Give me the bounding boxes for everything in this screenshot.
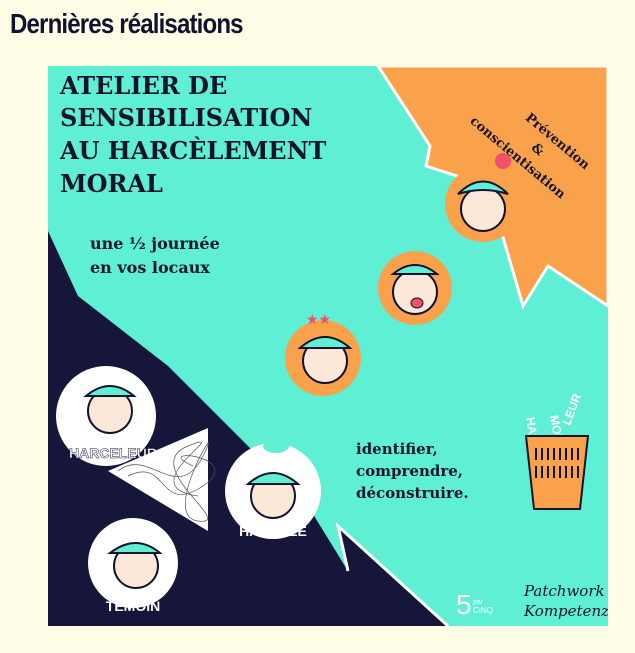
section-title: Dernières réalisations [10, 8, 244, 39]
role-temoin: TÉMOIN [88, 518, 178, 614]
workshop-poster: ATELIER DE SENSIBILISATION AU HARCÈLEMEN… [48, 66, 608, 626]
actions-text: identifier, comprendre, déconstruire. [356, 440, 469, 502]
svg-text:AU HARCÈLEMENT: AU HARCÈLEMENT [59, 136, 327, 165]
role-harcele: HARCELÉ [225, 439, 321, 539]
svg-text:CINQ: CINQ [473, 606, 493, 615]
scribble [117, 441, 216, 522]
svg-text:5: 5 [456, 589, 472, 620]
svg-text:MORAL: MORAL [60, 169, 163, 198]
svg-text:ATELIER DE: ATELIER DE [59, 71, 227, 100]
svg-text:comprendre,: comprendre, [356, 462, 463, 480]
svg-text:déconstruire.: déconstruire. [356, 484, 469, 502]
role-harceleur: HARCELEUR [56, 366, 157, 466]
triangle [108, 428, 208, 531]
svg-text:HARCELEUR: HARCELEUR [69, 445, 157, 461]
svg-text:SENSIBILISATION: SENSIBILISATION [60, 103, 312, 132]
face-icon-surprised [378, 251, 452, 325]
svg-text:identifier,: identifier, [356, 440, 438, 458]
face-icon-dizzy: ★★ [285, 311, 361, 396]
svg-text:★★: ★★ [306, 311, 331, 327]
svg-text:par: par [473, 599, 484, 606]
logo-patchwork-kompetenz: Patchwork Kompetenz [523, 582, 608, 620]
svg-text:Kompetenz: Kompetenz [523, 602, 608, 620]
svg-text:HARCELÉ: HARCELÉ [239, 523, 307, 539]
svg-text:Patchwork: Patchwork [523, 582, 605, 600]
svg-text:TÉMOIN: TÉMOIN [106, 598, 160, 614]
subtitle-line2: en vos locaux [90, 258, 210, 277]
logo-5-par-cinq: 5 par CINQ [456, 589, 493, 620]
subtitle-line1: une ½ journée [90, 234, 220, 253]
face-icon-alert [445, 153, 521, 242]
headline: ATELIER DE SENSIBILISATION AU HARCÈLEMEN… [59, 71, 327, 198]
